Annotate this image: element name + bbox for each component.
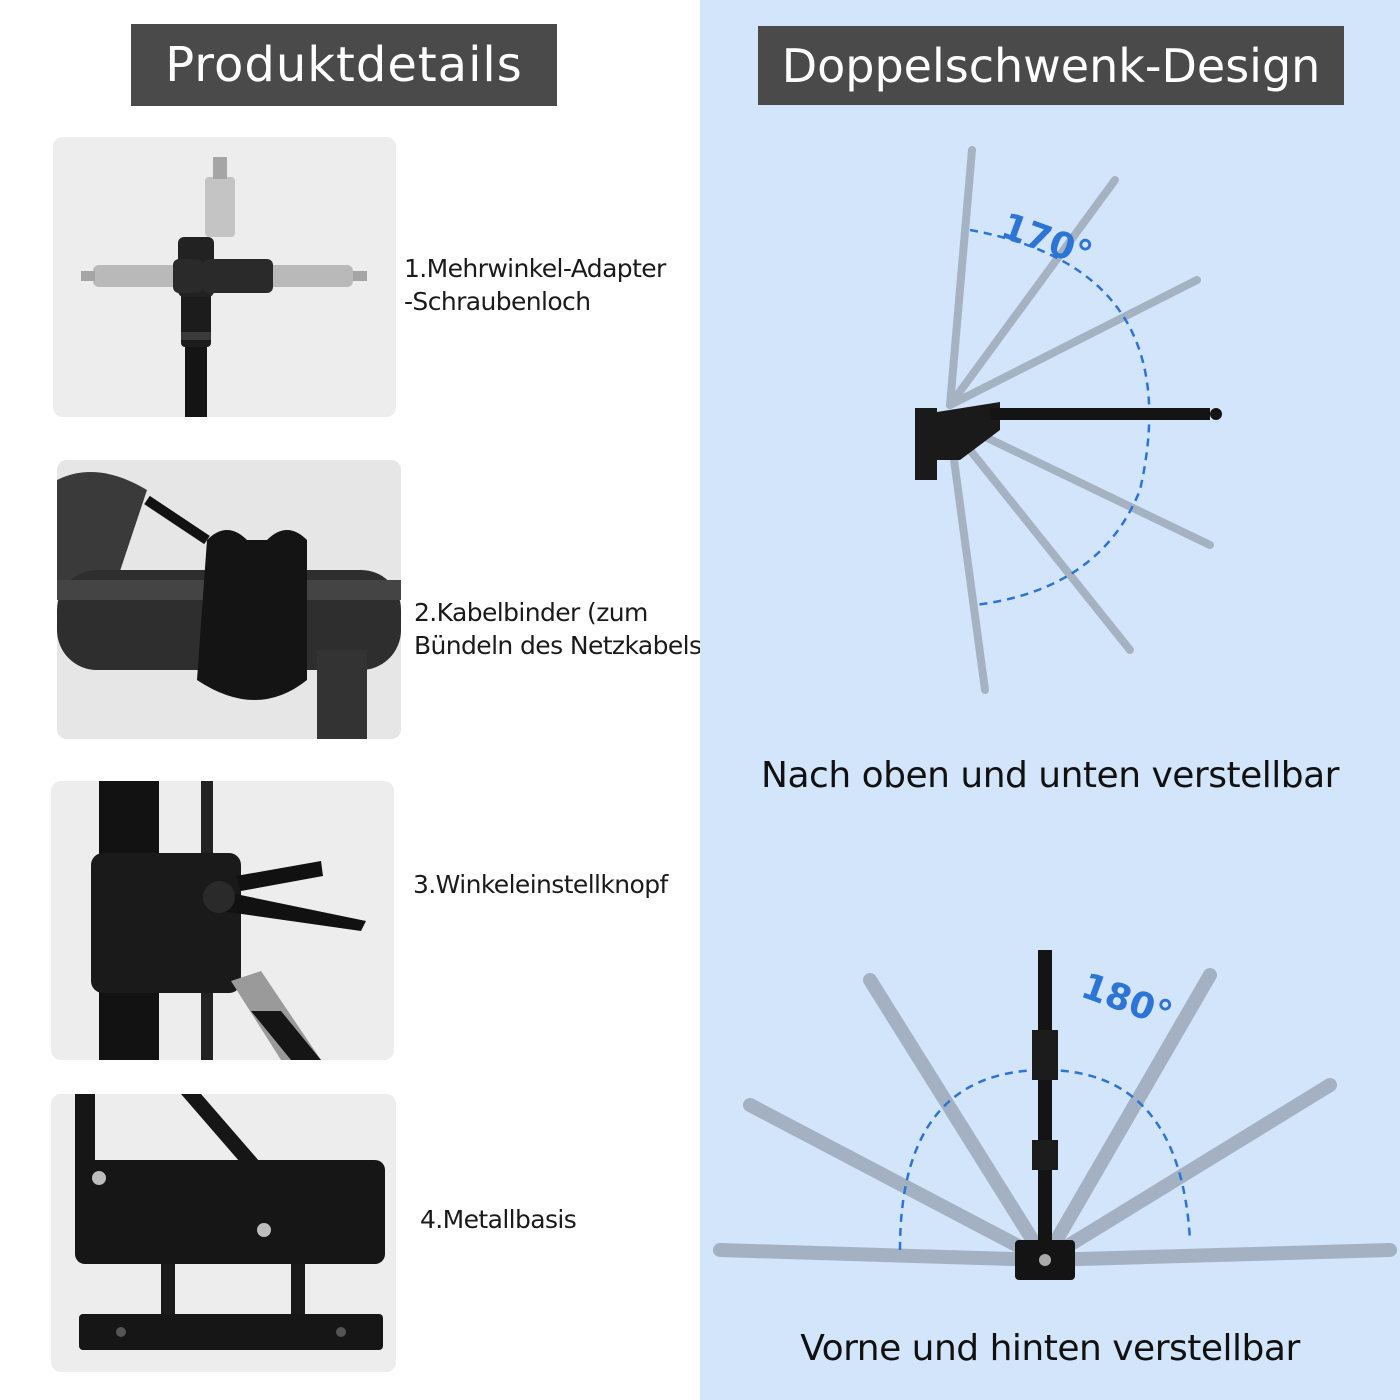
detail-angle-knob-caption: 3.Winkeleinstellknopf	[413, 868, 693, 901]
metal-base-photo	[51, 1094, 396, 1372]
up-down-caption: Nach oben und unten verstellbar	[761, 755, 1339, 796]
front-back-rotation-figure: 180°	[713, 950, 1397, 1280]
detail-adapter-caption: 1.Mehrwinkel-Adapter -Schraubenloch	[404, 252, 694, 318]
double-swivel-panel: Doppelschwenk-Design 170° Nach oben und …	[700, 0, 1400, 1400]
detail-line: 1.Mehrwinkel-Adapter	[404, 254, 666, 283]
front-back-angle-label: 180°	[1076, 966, 1178, 1036]
angle-knob-photo	[51, 781, 394, 1060]
product-details-panel: Produktdetails 1.Mehrwinkel-Adapter -Sch…	[51, 24, 712, 1372]
up-down-angle-label: 170°	[996, 206, 1098, 276]
detail-cable-tie-caption: 2.Kabelbinder (zum Bündeln des Netzkabel…	[414, 596, 711, 662]
detail-line: 4.Metallbasis	[420, 1205, 577, 1234]
cable-tie-photo	[57, 460, 401, 739]
up-down-rotation-figure: 170°	[915, 146, 1222, 694]
double-swivel-title: Doppelschwenk-Design	[758, 26, 1344, 105]
detail-line: Bündeln des Netzkabels)	[414, 631, 711, 660]
detail-line: -Schraubenloch	[404, 287, 591, 316]
detail-line: 3.Winkeleinstellknopf	[413, 870, 668, 899]
front-back-caption: Vorne und hinten verstellbar	[800, 1328, 1300, 1369]
adapter-photo	[53, 137, 396, 417]
detail-line: 2.Kabelbinder (zum	[414, 598, 648, 627]
detail-metal-base-caption: 4.Metallbasis	[420, 1203, 680, 1236]
product-details-title: Produktdetails	[131, 24, 557, 106]
